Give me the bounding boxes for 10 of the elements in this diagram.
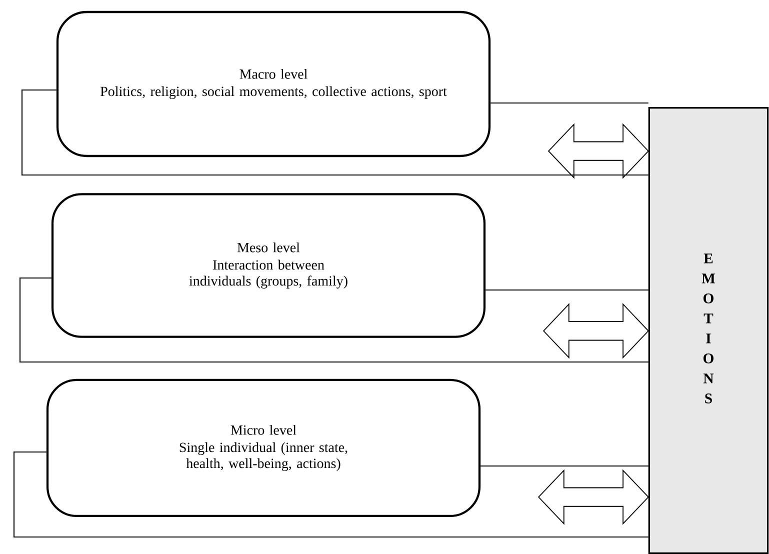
connector-line <box>490 102 648 104</box>
connector-line <box>21 89 648 176</box>
connector-line <box>480 465 648 467</box>
connector-line <box>19 277 648 363</box>
level-box: Micro level Single individual (inner state, health, well-being, actions) <box>46 378 481 518</box>
connector-line <box>486 289 648 291</box>
connector-line <box>13 451 648 538</box>
level-box: Meso level Interaction between individuals (groups, family) <box>51 193 486 338</box>
emotions-panel: EMOTIONS <box>648 107 769 554</box>
level-box: Macro level Politics, religion, social movements, collective actions, sport <box>56 10 491 158</box>
